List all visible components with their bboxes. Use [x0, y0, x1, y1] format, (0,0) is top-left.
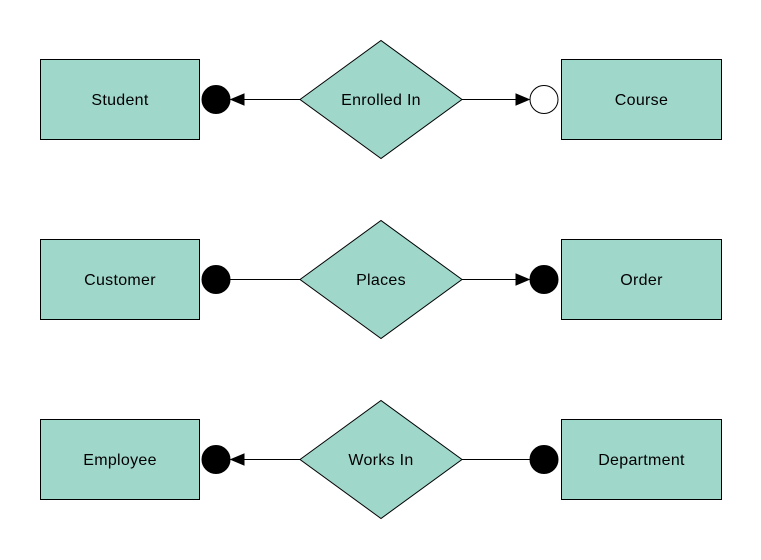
entity-box-student — [40, 59, 200, 140]
entity-label-customer: Customer — [84, 272, 156, 289]
entity-box-order — [561, 239, 722, 320]
relationship-label-enrolled-in: Enrolled In — [341, 92, 421, 109]
filled-circle-terminal — [201, 85, 231, 114]
filled-circle-terminal — [529, 265, 559, 294]
entity-label-employee: Employee — [83, 452, 157, 469]
open-circle-terminal — [529, 85, 559, 114]
entity-box-department — [561, 419, 722, 500]
entity-box-employee — [40, 419, 200, 500]
entity-label-student: Student — [91, 92, 149, 109]
left-arrowhead-icon — [229, 93, 245, 106]
filled-circle-terminal — [201, 445, 231, 474]
entity-label-course: Course — [615, 92, 668, 109]
left-arrowhead-icon — [229, 453, 245, 466]
er-row-employee-department: Employee Works In Department — [40, 399, 722, 520]
entity-label-order: Order — [620, 272, 663, 289]
right-arrowhead-icon — [515, 93, 531, 106]
er-row-customer-order: Customer Places Order — [40, 219, 722, 340]
filled-circle-terminal — [201, 265, 231, 294]
er-row-student-course: Student Enrolled In Course — [40, 39, 722, 160]
relationship-label-places: Places — [356, 272, 406, 289]
relationship-label-works-in: Works In — [348, 452, 413, 469]
filled-circle-terminal — [529, 445, 559, 474]
entity-label-department: Department — [598, 452, 685, 469]
entity-box-customer — [40, 239, 200, 320]
right-arrowhead-icon — [515, 273, 531, 286]
entity-box-course — [561, 59, 722, 140]
